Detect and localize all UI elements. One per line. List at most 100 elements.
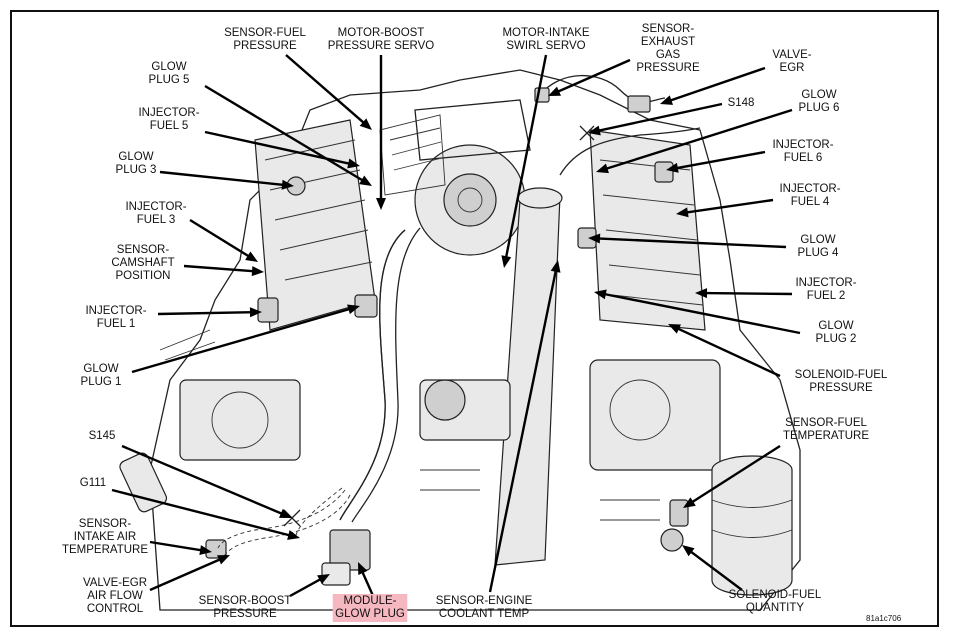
callout-label-line: QUANTITY [746,602,804,614]
leader-arrows [111,54,801,599]
callout-injector-fuel-4: INJECTOR-FUEL 4 [779,183,840,208]
callout-label-line: TEMPERATURE [62,544,148,556]
leader-line-injector-fuel-2 [703,291,793,296]
arrowhead-glow-plug-5 [359,175,372,186]
callout-label-line: SENSOR- [79,518,132,530]
arrowhead-sensor-intake-air-temperature [199,545,212,556]
callout-label-line: PLUG 4 [798,247,840,259]
callout-label-line: POSITION [116,270,171,282]
leader-line-solenoid-fuel-pressure [675,326,781,378]
figure-id: 81a1c706 [866,614,902,623]
callout-label-line: PRESSURE [233,40,297,52]
callout-label-line: PRESSURE [636,62,700,74]
callout-label-line: GLOW [118,151,153,163]
callout-injector-fuel-2: INJECTOR-FUEL 2 [795,277,856,302]
callout-g111: G111 [80,477,106,489]
callout-label-line: S145 [89,430,116,442]
callout-label-line: MODULE- [343,595,396,607]
leader-line-g111 [111,488,292,537]
arrowhead-injector-fuel-6 [666,162,679,173]
leader-line-glow-plug-5 [204,84,365,183]
callout-label-line: SENSOR-ENGINE [436,595,533,607]
arrowhead-injector-fuel-5 [347,158,360,169]
callout-label-line: INJECTOR- [779,183,840,195]
callout-label-line: G111 [80,477,106,489]
arrowhead-sensor-camshaft-position [251,266,264,277]
leader-line-injector-fuel-3 [189,218,251,259]
arrowhead-glow-plug-4 [588,233,601,244]
callout-injector-fuel-3: INJECTOR-FUEL 3 [125,201,186,226]
callout-label-line: AIR FLOW [87,590,143,602]
leader-line-sensor-boost-pressure [289,577,323,598]
callout-label-line: INJECTOR- [125,201,186,213]
callout-label-line: GLOW [83,363,118,375]
callout-label-line: EGR [780,62,805,74]
leader-line-sensor-fuel-temperature [689,444,781,505]
leader-line-module-glow-plug [360,569,376,599]
arrowhead-module-glow-plug [358,562,368,575]
arrowhead-motor-boost-pressure-servo [376,198,386,210]
arrowhead-sensor-engine-coolant-temp [550,260,561,273]
callout-label-line: TEMPERATURE [783,430,869,442]
callout-label-line: PRESSURE [213,608,277,620]
leader-line-s148 [596,102,723,133]
arrowhead-sensor-exhaust-gas-pressure [548,86,561,96]
callout-label-line: FUEL 2 [807,290,846,302]
arrowhead-injector-fuel-1 [249,307,262,318]
arrowhead-g111 [287,530,300,540]
callout-label-line: INTAKE AIR [74,531,136,543]
leader-line-valve-egr-air-flow-control [149,557,223,592]
callout-label-line: EXHAUST [641,36,695,48]
arrowhead-solenoid-fuel-quantity [682,545,695,557]
leader-line-injector-fuel-5 [204,130,352,166]
arrowhead-sensor-boost-pressure [317,574,330,585]
callout-label-line: INJECTOR- [795,277,856,289]
leader-line-glow-plug-2 [602,292,801,335]
callout-label-line: INJECTOR- [138,107,199,119]
arrowhead-solenoid-fuel-pressure [668,324,681,334]
arrowhead-injector-fuel-3 [245,251,258,262]
callout-label-line: FUEL 3 [137,214,176,226]
callout-label-line: FUEL 4 [791,196,830,208]
callout-label-line: MOTOR-INTAKE [502,27,589,39]
callout-label-line: VALVE- [772,49,811,61]
callout-label-line: SENSOR-FUEL [224,27,306,39]
leader-line-motor-intake-swirl-servo [504,54,548,260]
callout-label-line: GLOW PLUG [335,608,405,620]
callout-label-line: SENSOR-FUEL [785,417,867,429]
callout-label-line: CONTROL [87,603,144,615]
leader-line-sensor-exhaust-gas-pressure [555,58,631,94]
callout-label-line: PLUG 1 [81,376,122,388]
leader-line-sensor-fuel-pressure [285,54,367,125]
engine-line-art [119,69,801,611]
leader-line-injector-fuel-1 [157,310,254,316]
callout-label-line: SWIRL SERVO [506,40,585,52]
arrowhead-glow-plug-1 [347,304,360,315]
leader-line-glow-plug-4 [596,237,787,249]
callout-label-line: GAS [656,49,681,61]
leader-line-sensor-engine-coolant-temp [488,268,558,593]
callout-s148: S148 [728,97,755,109]
callout-label-line: GLOW [800,234,835,246]
arrowhead-motor-intake-swirl-servo [501,255,512,268]
leader-line-sensor-intake-air-temperature [149,540,204,552]
arrowhead-sensor-fuel-pressure [359,118,372,130]
leader-line-valve-egr [668,66,766,103]
callout-label-line: MOTOR-BOOST [338,27,425,39]
callout-injector-fuel-5: INJECTOR-FUEL 5 [138,107,199,132]
arrowhead-sensor-fuel-temperature [683,497,696,508]
arrowhead-injector-fuel-4 [676,207,689,218]
arrowhead-s148 [588,125,601,136]
callout-label-line: PLUG 2 [816,333,857,345]
arrowhead-glow-plug-2 [594,289,607,300]
callout-label-line: PRESSURE SERVO [328,40,435,52]
